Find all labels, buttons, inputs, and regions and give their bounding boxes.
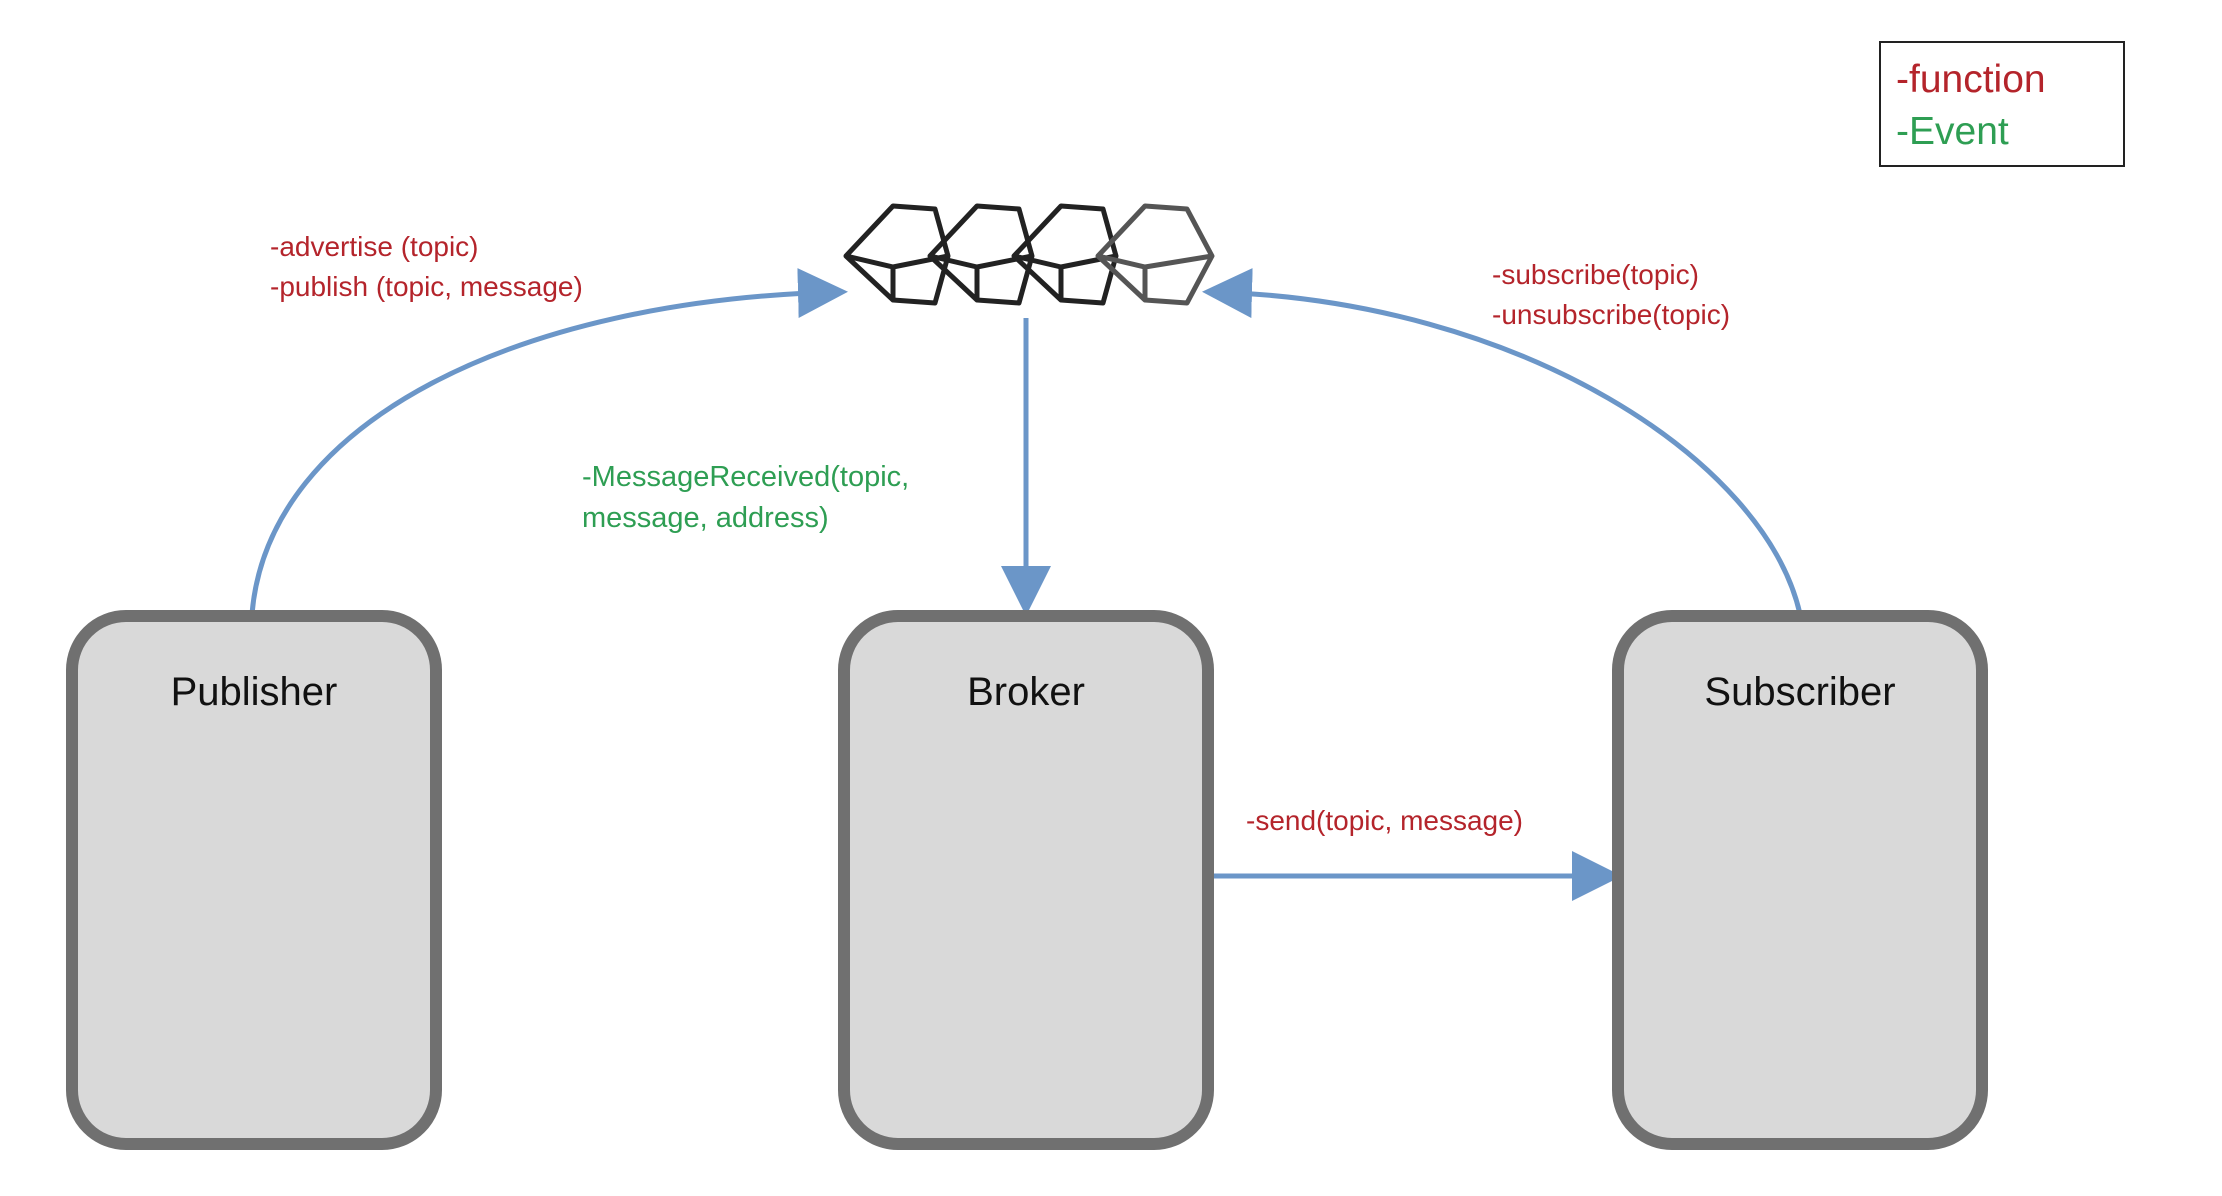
subscriber-label: Subscriber <box>1704 670 1895 714</box>
publisher-node: Publisher <box>66 610 442 1150</box>
subscriber-box <box>1612 610 1988 1150</box>
publisher-box <box>66 610 442 1150</box>
broker-edge-label-line1: -MessageReceived(topic, <box>582 461 909 493</box>
publisher-edge-label-publish: -publish (topic, message) <box>270 271 583 302</box>
broker-box <box>838 610 1214 1150</box>
legend-function-label: -function <box>1896 58 2046 101</box>
subscriber-edge-label-unsubscribe: -unsubscribe(topic) <box>1492 299 1730 330</box>
subscriber-node: Subscriber <box>1612 610 1988 1150</box>
message-queue-icon <box>843 203 1215 306</box>
legend: -function -Event <box>1879 41 2125 167</box>
edges <box>249 268 1803 901</box>
subscriber-to-queue-arrow <box>1202 268 1803 615</box>
edge-labels: -advertise (topic) -publish (topic, mess… <box>270 231 1730 836</box>
publisher-label: Publisher <box>171 670 338 714</box>
legend-box <box>1879 41 2125 167</box>
broker-label: Broker <box>967 670 1085 714</box>
broker-node: Broker <box>838 610 1214 1150</box>
legend-event-label: -Event <box>1896 110 2009 153</box>
publisher-edge-label-advertise: -advertise (topic) <box>270 231 479 262</box>
send-edge-label: -send(topic, message) <box>1246 805 1523 836</box>
subscriber-edge-label-subscribe: -subscribe(topic) <box>1492 259 1699 290</box>
broker-edge-label-line2: message, address) <box>582 502 829 534</box>
publisher-to-queue-arrow <box>249 268 848 615</box>
